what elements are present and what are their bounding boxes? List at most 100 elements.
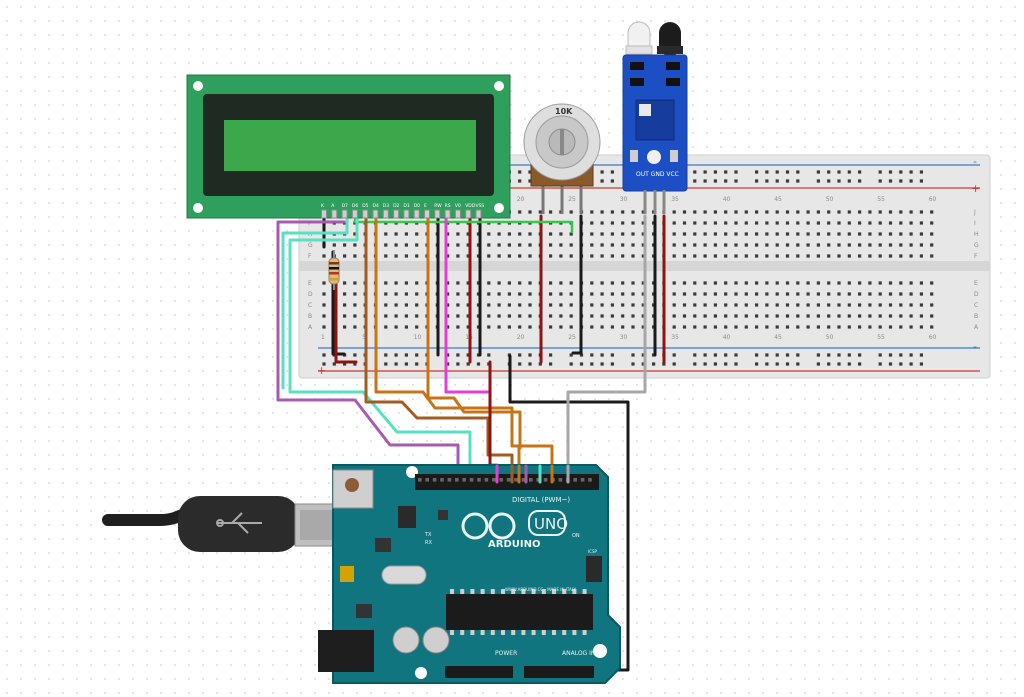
- breadboard-hole: [600, 314, 604, 318]
- breadboard-hole: [878, 314, 882, 318]
- breadboard-hole: [641, 281, 645, 285]
- breadboard-hole: [672, 303, 676, 307]
- column-number: 45: [774, 334, 782, 341]
- breadboard-hole: [518, 254, 522, 258]
- lcd-pin: [465, 209, 472, 219]
- breadboard-hole: [559, 243, 563, 247]
- chip-pin: [460, 630, 465, 635]
- breadboard-hole: [353, 325, 357, 329]
- chip-pin: [501, 630, 505, 635]
- resistor-icon: [328, 250, 340, 290]
- wire-gray-sensor-out: [566, 214, 647, 476]
- breadboard-hole: [394, 232, 398, 236]
- breadboard-hole: [353, 254, 357, 258]
- breadboard-hole: [672, 292, 676, 296]
- breadboard-hole: [847, 353, 851, 357]
- breadboard-hole: [487, 232, 491, 236]
- header-pin: [514, 478, 518, 482]
- breadboard-hole: [549, 314, 553, 318]
- breadboard-hole: [456, 314, 460, 318]
- wire-red-a: [334, 282, 358, 364]
- breadboard-hole: [682, 303, 687, 307]
- row-letter: J: [973, 209, 976, 216]
- breadboard-hole: [693, 292, 697, 296]
- breadboard-hole: [446, 254, 450, 258]
- breadboard-hole: [404, 254, 408, 258]
- breadboard-hole: [549, 292, 553, 296]
- breadboard-hole: [487, 243, 491, 247]
- breadboard-hole: [549, 281, 553, 285]
- breadboard-hole: [641, 303, 645, 307]
- breadboard-hole: [703, 362, 707, 366]
- breadboard-hole: [909, 170, 913, 174]
- breadboard-hole: [487, 325, 491, 329]
- lcd-pin: [434, 209, 441, 219]
- breadboard-hole: [827, 210, 831, 214]
- breadboard-hole: [703, 179, 707, 183]
- breadboard-hole: [590, 303, 594, 307]
- breadboard-hole: [734, 243, 738, 247]
- column-number: 40: [723, 196, 731, 203]
- header-pin: [492, 478, 496, 482]
- breadboard-hole: [796, 303, 800, 307]
- breadboard-hole: [590, 353, 594, 357]
- ir-sensor-module: OUT GND VCC: [622, 21, 688, 214]
- breadboard-hole: [858, 303, 862, 307]
- breadboard-hole: [569, 232, 573, 236]
- breadboard-hole: [682, 243, 687, 247]
- breadboard-hole: [631, 325, 635, 329]
- breadboard-hole: [816, 221, 820, 225]
- breadboard-hole: [899, 292, 903, 296]
- breadboard-hole: [827, 232, 831, 236]
- breadboard-hole: [785, 292, 790, 296]
- breadboard-hole: [652, 362, 656, 366]
- breadboard-hole: [600, 232, 604, 236]
- breadboard-hole: [775, 292, 779, 296]
- breadboard-hole: [528, 314, 532, 318]
- breadboard-hole: [415, 232, 419, 236]
- column-number: 5: [362, 334, 366, 341]
- breadboard-hole: [487, 281, 491, 285]
- breadboard-hole: [621, 210, 625, 214]
- breadboard-hole: [322, 281, 326, 285]
- lcd-pin: [454, 209, 461, 219]
- breadboard-hole: [394, 362, 398, 366]
- breadboard-hole: [569, 314, 573, 318]
- breadboard-hole: [785, 243, 790, 247]
- breadboard-hole: [858, 314, 862, 318]
- breadboard-hole: [693, 325, 697, 329]
- lcd-pin-label: D1: [403, 203, 409, 209]
- breadboard-hole: [796, 232, 800, 236]
- breadboard-hole: [528, 362, 532, 366]
- wire-brown-a: [364, 216, 514, 476]
- breadboard-hole: [507, 232, 511, 236]
- breadboard-hole: [415, 254, 419, 258]
- breadboard-hole: [528, 210, 532, 214]
- rail-minus-label-bottom: -: [973, 340, 977, 353]
- breadboard-hole: [641, 362, 645, 366]
- breadboard-hole: [713, 170, 717, 174]
- breadboard-hole: [785, 170, 790, 174]
- breadboard-hole: [641, 221, 645, 225]
- breadboard-hole: [682, 221, 687, 225]
- breadboard-hole: [796, 254, 800, 258]
- breadboard-hole: [456, 292, 460, 296]
- breadboard-hole: [765, 281, 769, 285]
- breadboard-hole: [579, 362, 584, 366]
- breadboard-hole: [600, 353, 604, 357]
- breadboard-hole: [487, 303, 491, 307]
- lcd-mount-hole: [193, 81, 203, 91]
- breadboard-hole: [693, 170, 697, 174]
- arduino-model: UNO: [534, 515, 568, 533]
- breadboard-hole: [518, 210, 522, 214]
- breadboard-hole: [446, 362, 450, 366]
- breadboard-hole: [734, 362, 738, 366]
- breadboard-hole: [590, 254, 594, 258]
- breadboard-hole: [631, 353, 635, 357]
- breadboard-hole: [909, 210, 913, 214]
- breadboard-hole: [569, 243, 573, 247]
- breadboard-hole: [497, 303, 501, 307]
- column-number: 60: [929, 334, 937, 341]
- breadboard-hole: [878, 170, 882, 174]
